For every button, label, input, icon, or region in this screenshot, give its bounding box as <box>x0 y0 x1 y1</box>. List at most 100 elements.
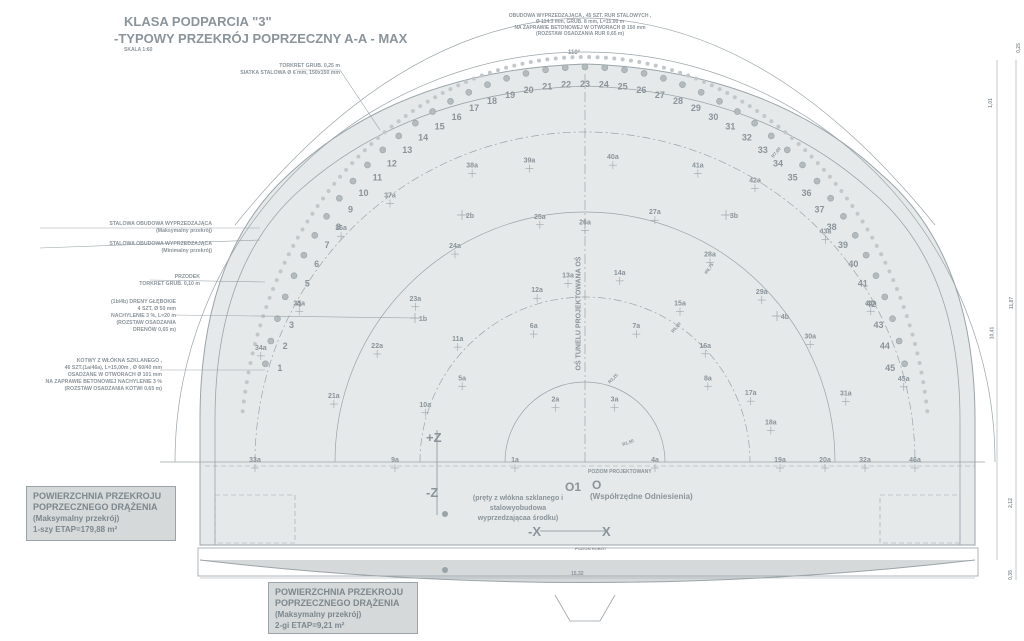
label-anchors: KOTWY Z WŁÓKNA SZKLANEGO , 46 SZT.(1a/46… <box>4 358 162 393</box>
shotcrete-bead <box>587 55 592 60</box>
shotcrete-bead <box>495 68 500 73</box>
shotcrete-bead <box>883 260 888 265</box>
forepole-pipe <box>751 119 758 127</box>
anchor-label: 17a <box>745 390 757 397</box>
pipe-number-label: 3 <box>289 320 294 330</box>
forepole-pipe <box>621 66 628 74</box>
anchor-label: 43a <box>820 229 832 236</box>
anchor-label: 33a <box>249 457 261 464</box>
dim-width: 15,32 <box>571 571 584 577</box>
scale-label: SKALA 1:60 <box>124 47 153 53</box>
shotcrete-bead <box>286 252 291 257</box>
forepole-pipe <box>364 161 371 169</box>
shotcrete-bead <box>637 60 642 65</box>
shotcrete-bead <box>915 351 920 356</box>
anchor-label: 16a <box>699 343 711 350</box>
label-line: wyprzedzającaa środku) <box>477 515 559 522</box>
shotcrete-bead <box>790 136 795 141</box>
anchor-label: 11a <box>452 336 463 343</box>
anchor-label: 15a <box>674 301 686 308</box>
shotcrete-bead <box>901 304 906 309</box>
leader-line <box>149 279 266 283</box>
forepole-pipe <box>872 272 880 279</box>
shotcrete-bead <box>403 113 408 118</box>
base-slab <box>197 547 979 577</box>
dim-1187: 11,87 <box>1009 296 1016 310</box>
poziom-robot: POZIOM ROBÓT <box>575 546 607 551</box>
shotcrete-bead <box>913 341 918 346</box>
forepole-pipe <box>323 213 330 220</box>
forepole-pipe <box>895 337 903 345</box>
forepole-pipe <box>901 360 908 368</box>
box-line: (Maksymalny przekrój) <box>33 514 120 523</box>
label-line: TORKRET GRUB. 0,10 m <box>139 281 200 287</box>
forepole-pipe <box>412 119 419 127</box>
shotcrete-bead <box>921 380 926 385</box>
shotcrete-bead <box>887 269 892 274</box>
origin-dot <box>442 567 448 573</box>
shotcrete-bead <box>709 83 714 88</box>
shotcrete-bead <box>240 409 245 414</box>
pipe-number-label: 43 <box>874 320 884 330</box>
shotcrete-bead <box>243 389 248 394</box>
shotcrete-bead <box>844 196 849 201</box>
shotcrete-bead <box>803 148 808 153</box>
pipe-number-label: 31 <box>725 122 735 132</box>
area-box-stage1: POWIERZCHNIA PRZEKROJU POPRZECZNEGO DRĄŻ… <box>26 486 176 541</box>
shotcrete-bead <box>545 57 550 62</box>
anchor-label: 12a <box>531 287 543 294</box>
anchor-label: 28a <box>704 251 716 258</box>
leader-line <box>39 239 261 249</box>
shotcrete-bead <box>815 161 820 166</box>
shotcrete-bead <box>520 61 525 66</box>
footing-left <box>214 494 296 544</box>
leader-line <box>174 314 416 319</box>
shotcrete-bead <box>874 243 879 248</box>
anchor-label: 4a <box>651 457 659 464</box>
shotcrete-bead <box>252 341 257 346</box>
excavation-arc <box>334 211 836 463</box>
anchor-label: 44a <box>865 300 877 307</box>
shotcrete-bead <box>860 219 865 224</box>
shotcrete-bead <box>282 260 287 265</box>
pipe-number-label: 41 <box>858 279 868 289</box>
forepole-pipe <box>660 75 667 82</box>
shotcrete-bead <box>925 409 930 414</box>
pipe-number-label: 19 <box>505 90 515 100</box>
shotcrete-bead <box>732 95 737 100</box>
pipe-number-label: 26 <box>636 85 646 95</box>
shotcrete-bead <box>922 389 927 394</box>
forepole-pipe <box>300 251 308 259</box>
anchor-label: 23a <box>409 296 421 303</box>
forepole-pipe <box>395 132 403 140</box>
forepole-pipe <box>267 337 275 345</box>
anchor-label: 30a <box>804 334 816 341</box>
shotcrete-bead <box>250 351 255 356</box>
shotcrete-bead <box>310 211 315 216</box>
forepole-pipe <box>716 98 723 105</box>
shotcrete-bead <box>271 286 276 291</box>
forepole-pipe <box>813 177 821 185</box>
forepole-pipe <box>640 70 648 77</box>
pipe-number-label: 28 <box>673 96 683 106</box>
pipe-number-label: 8 <box>336 222 341 232</box>
shotcrete-bead <box>678 70 683 75</box>
shotcrete-bead <box>827 174 832 179</box>
anchor-label: 35a <box>293 300 305 307</box>
shotcrete-bead <box>425 99 430 104</box>
shotcrete-bead <box>562 55 567 60</box>
shotcrete-bead <box>326 189 331 194</box>
shotcrete-bead <box>338 174 343 179</box>
max-arc <box>234 17 936 226</box>
pipe-number-label: 32 <box>742 133 752 143</box>
pipe-number-label: 45 <box>885 363 895 373</box>
anchor-label: 2a <box>552 397 560 404</box>
pipe-number-label: 24 <box>599 80 609 90</box>
pipe-number-label: 40 <box>848 259 858 269</box>
forepole-pipe <box>349 177 357 185</box>
anchor-label: 24a <box>449 243 461 250</box>
top-note-line: OBUDOWA WYPRZEDZAJĄCA , 45 SZT. RUR STAL… <box>508 13 652 19</box>
torkret-note: TORKRET GRUB. 0,25 m SIATKA STALOWA Ø 6 … <box>220 63 340 77</box>
anchor-label: 32a <box>859 457 871 464</box>
shotcrete-bead <box>776 124 781 129</box>
